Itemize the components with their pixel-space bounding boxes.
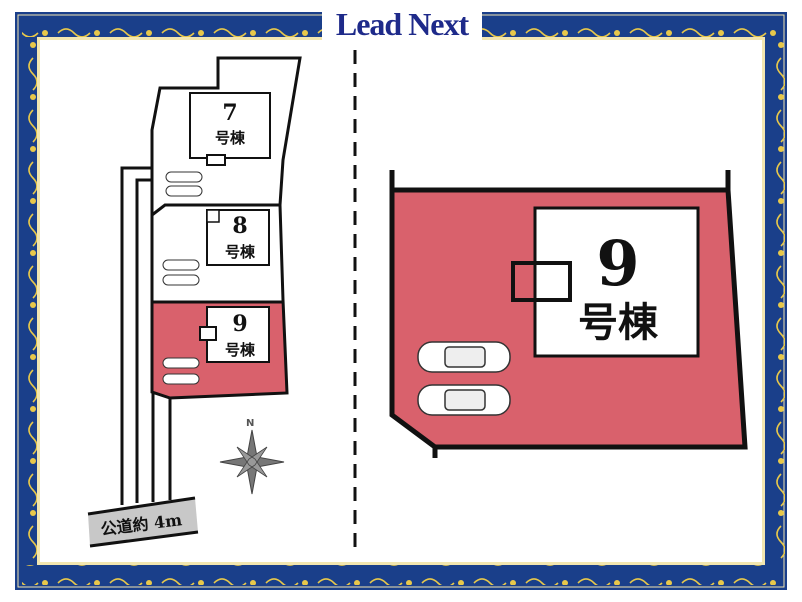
compass-icon: N bbox=[219, 418, 285, 495]
lot-7-number: 7 bbox=[222, 100, 237, 126]
brand-logo: Lead Next bbox=[322, 4, 482, 44]
detail-lot-suffix: 号棟 bbox=[578, 299, 659, 346]
building-7 bbox=[189, 92, 271, 159]
lot-7-8-boundary bbox=[151, 203, 280, 217]
detail-lot-number: 9 bbox=[596, 227, 639, 300]
lot-outline bbox=[150, 56, 302, 400]
lot-9-suffix: 号棟 bbox=[225, 341, 256, 359]
cars-large bbox=[417, 341, 511, 416]
building-9 bbox=[206, 306, 270, 363]
driveway-line bbox=[120, 166, 152, 505]
entrance-box bbox=[511, 261, 572, 302]
lot-9-detail bbox=[389, 170, 748, 458]
lot-9-number: 9 bbox=[232, 311, 247, 337]
lot-7-suffix: 号棟 bbox=[215, 129, 246, 147]
lot-8-suffix: 号棟 bbox=[225, 243, 256, 261]
building-9-large bbox=[533, 206, 700, 358]
compass-north-label: N bbox=[246, 418, 254, 429]
overall-site-plan bbox=[87, 56, 302, 548]
lot-8-number: 8 bbox=[232, 213, 247, 239]
cars-small bbox=[162, 171, 203, 385]
